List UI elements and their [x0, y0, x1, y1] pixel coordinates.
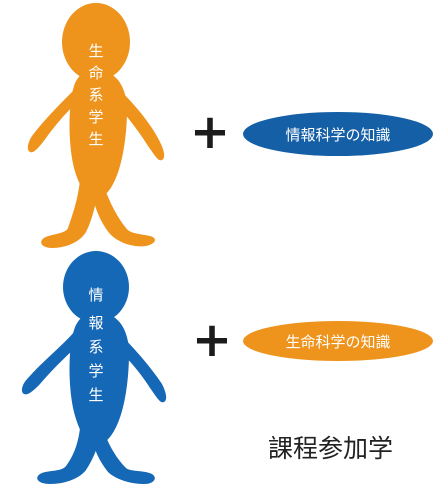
body-label-char: 学 — [88, 362, 103, 380]
person-left-arm — [27, 88, 82, 153]
caption-text: 課程参加学 — [268, 434, 393, 463]
body-label-char: 系 — [88, 86, 103, 104]
knowledge-oval-label: 生命科学の知識 — [285, 333, 390, 351]
person-figure-information-science: 情 報 系 学 生 — [21, 251, 167, 484]
body-label-char: 命 — [88, 64, 103, 82]
person-silhouette-orange — [27, 3, 165, 248]
person-head — [63, 251, 129, 323]
person-figure-life-science: 生 命 系 学 生 — [27, 3, 165, 248]
knowledge-oval-label: 情報科学の知識 — [285, 126, 390, 144]
person-right-arm — [112, 88, 165, 161]
person-head — [62, 3, 130, 81]
person-right-leg — [92, 186, 155, 247]
plus-symbol: + — [190, 104, 230, 160]
body-label-char: 生 — [88, 42, 103, 60]
body-label-char: 生 — [88, 130, 103, 148]
person-body-label: 生 命 系 学 生 — [88, 42, 103, 148]
knowledge-oval-shape — [243, 321, 433, 361]
body-label-char: 生 — [88, 386, 103, 404]
person-body-label: 情 報 系 学 生 — [88, 286, 103, 404]
knowledge-oval-shape — [243, 112, 433, 156]
knowledge-oval-life-science: 生命科学の知識 — [243, 321, 433, 361]
body-label-char: 情 — [88, 286, 103, 304]
body-label-char: 報 — [88, 314, 103, 332]
body-label-char: 系 — [88, 338, 103, 356]
plus-symbol: + — [192, 312, 232, 368]
person-right-leg — [92, 432, 155, 484]
person-left-leg — [41, 180, 98, 248]
knowledge-oval-information-science: 情報科学の知識 — [243, 112, 433, 156]
person-left-leg — [37, 428, 100, 484]
person-silhouette-blue — [21, 251, 167, 484]
person-right-arm — [112, 332, 167, 403]
body-label-char: 学 — [88, 108, 103, 126]
person-body — [69, 70, 128, 199]
person-left-arm — [21, 330, 82, 395]
